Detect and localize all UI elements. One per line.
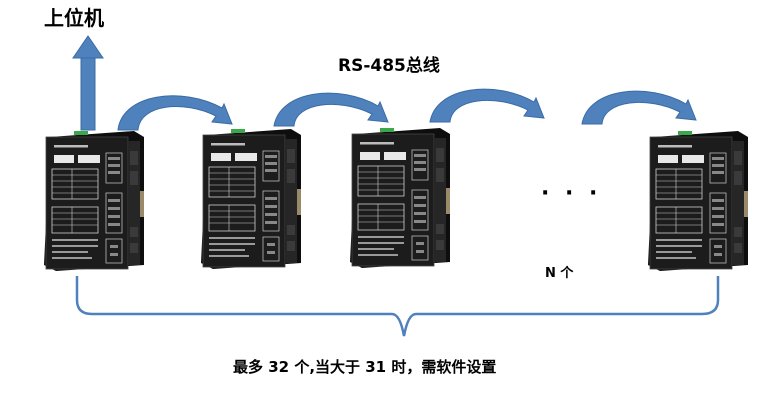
driver-device-n [648, 131, 748, 271]
device-count-label: N 个 [545, 266, 574, 281]
bus-arrow-3 [429, 88, 545, 123]
ellipsis-label: · · · [541, 181, 602, 206]
driver-device-1 [44, 131, 144, 271]
group-bracket [75, 276, 720, 337]
bus-arrow-1 [117, 95, 233, 131]
bus-label: RS-485总线 [338, 56, 440, 76]
bus-arrow-4 [581, 90, 697, 125]
driver-device-2 [201, 129, 301, 269]
driver-device-3 [350, 128, 450, 268]
up-arrow-to-host [72, 35, 104, 131]
max-devices-note: 最多 32 个,当大于 31 时，需软件设置 [233, 358, 497, 376]
host-computer-label: 上位机 [44, 6, 104, 30]
bus-arrow-2 [273, 92, 389, 127]
